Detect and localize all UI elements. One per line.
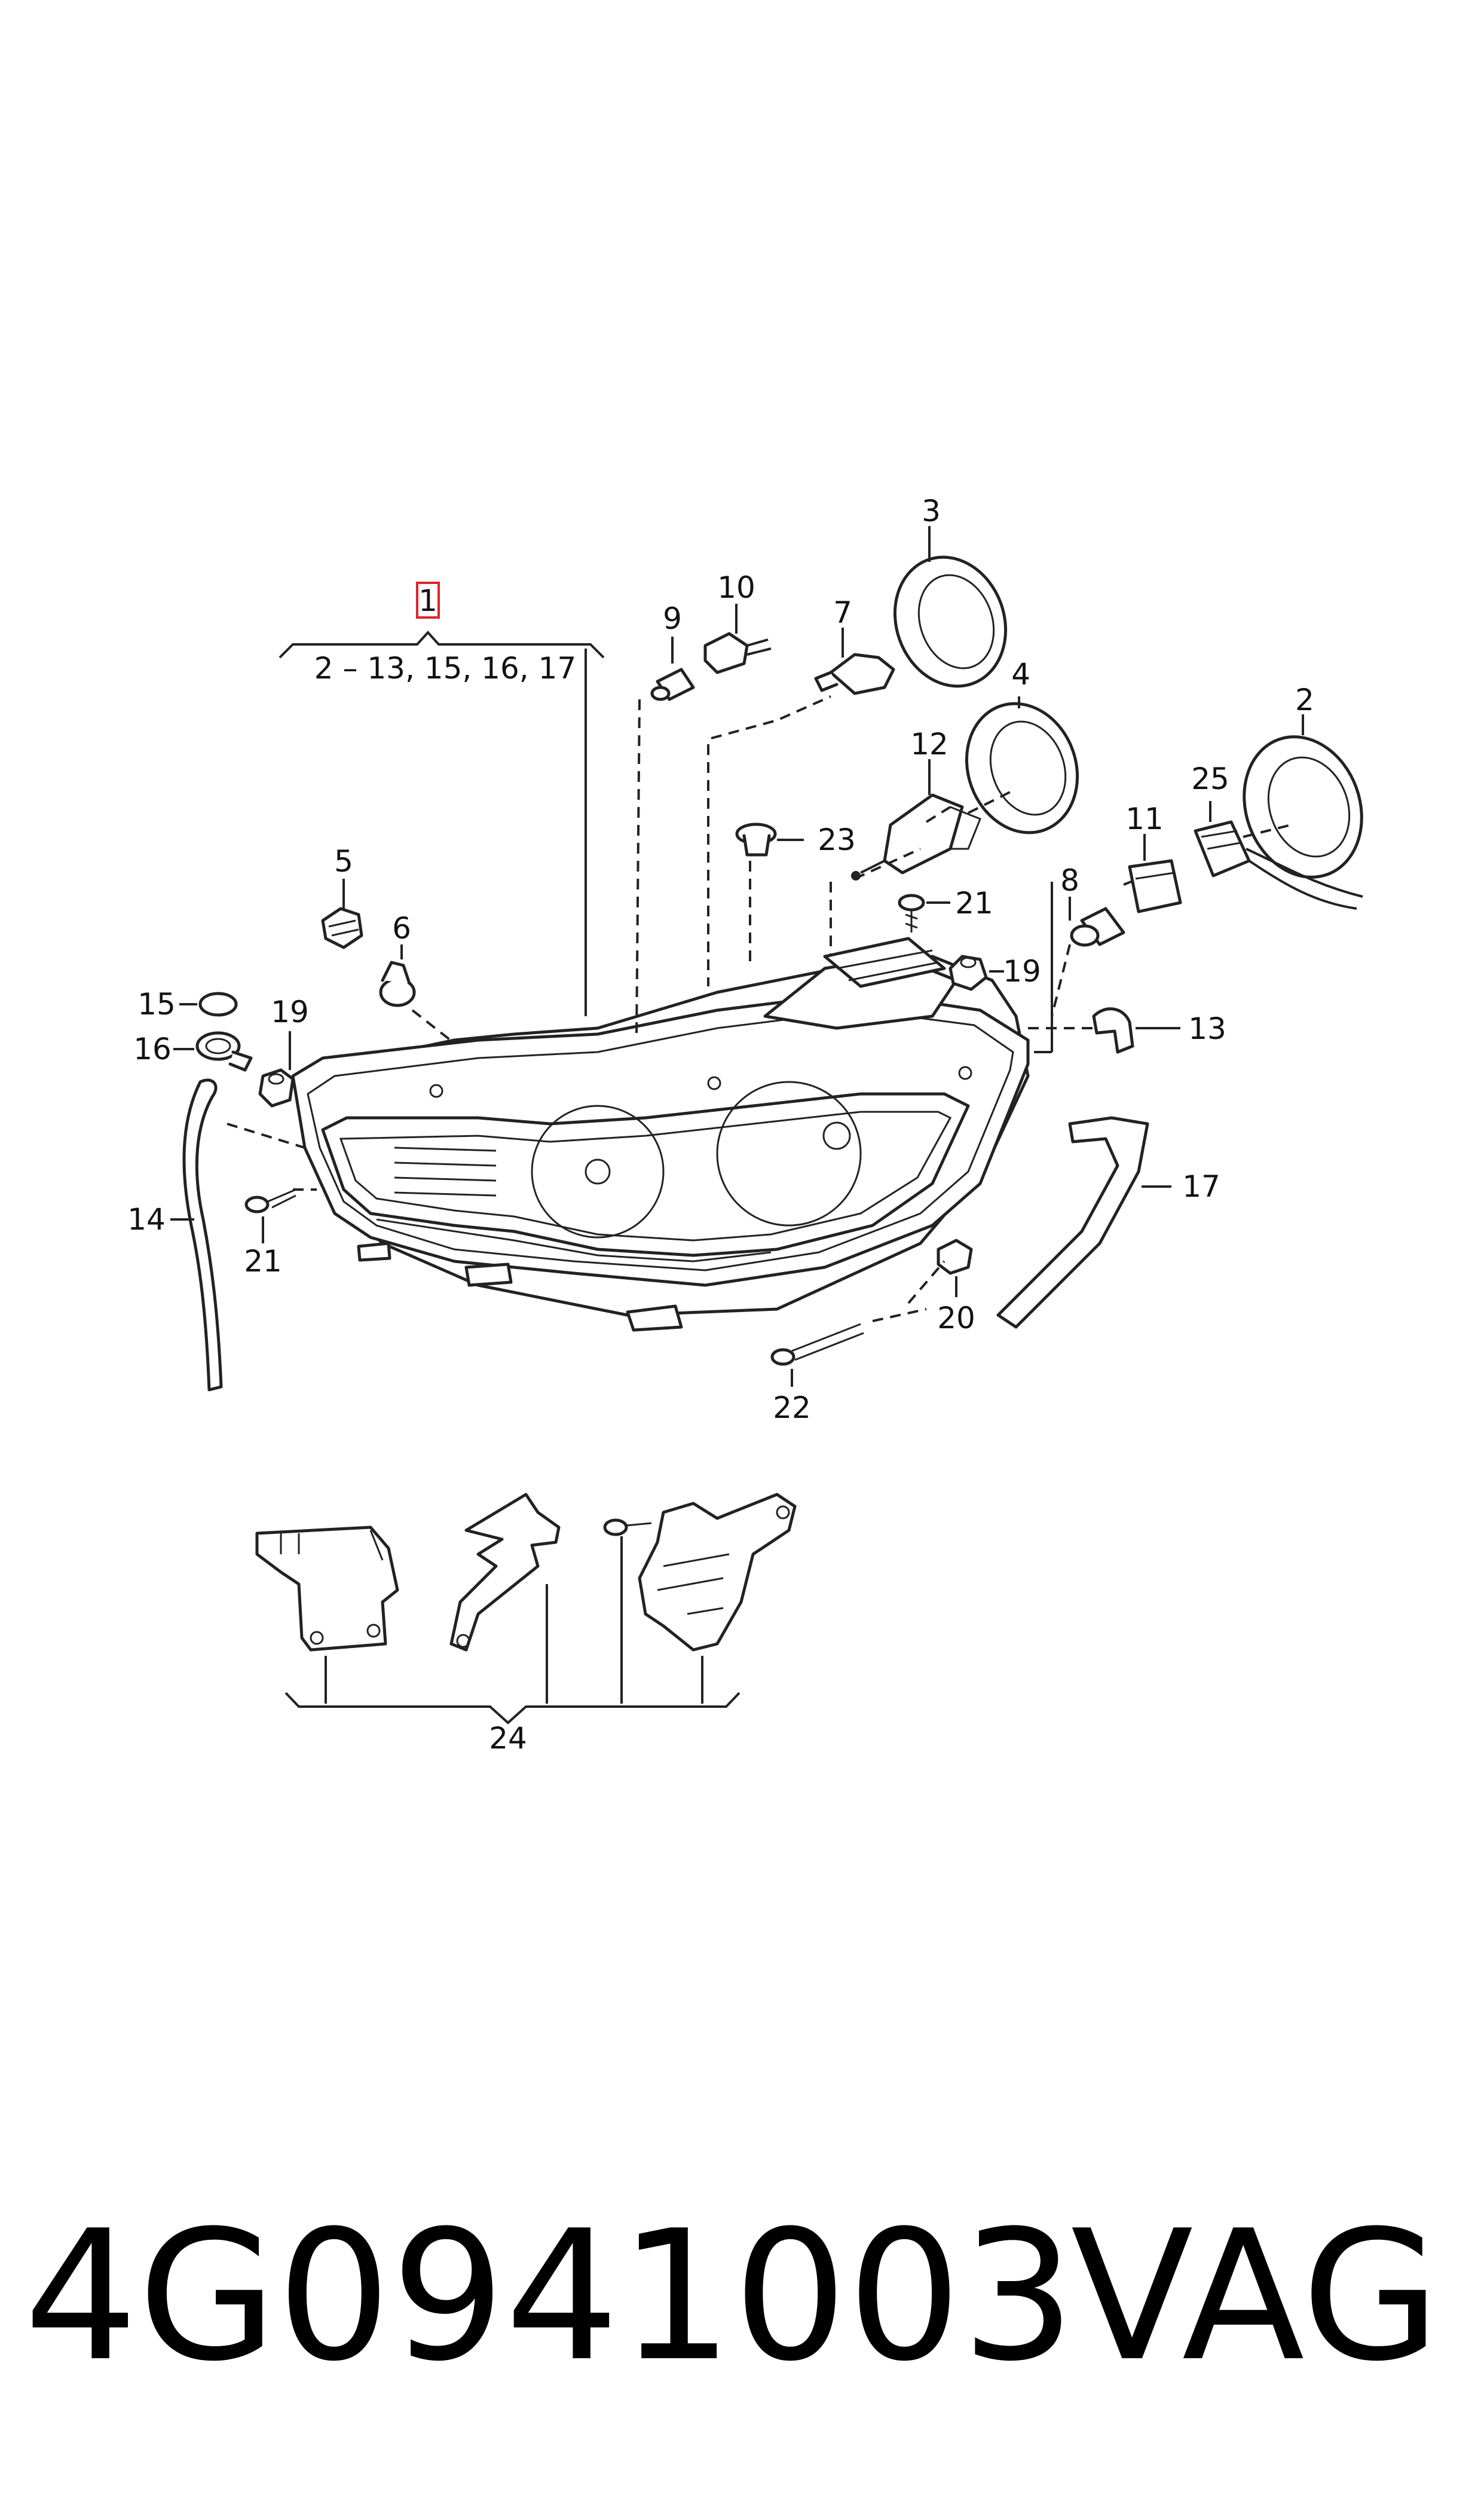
part-25-label[interactable]: 25	[1191, 762, 1229, 796]
part-19-nut-left[interactable]: 19	[258, 995, 309, 1108]
part-22-bolt[interactable]: 22	[770, 1323, 864, 1425]
part-7-label[interactable]: 7	[833, 595, 852, 630]
part-1-includes-text: 2 – 13, 15, 16, 17	[314, 651, 576, 686]
part-12-label[interactable]: 12	[910, 727, 948, 762]
part-8-label[interactable]: 8	[1060, 863, 1079, 898]
part-21-screw-upper[interactable]: 21	[898, 886, 993, 933]
part-13-seal[interactable]: 13	[1092, 1007, 1226, 1054]
part-7-bulb[interactable]: 7	[814, 595, 895, 695]
part-19-nut-right[interactable]: 19	[948, 954, 1041, 991]
part-16-label[interactable]: 16	[133, 1032, 172, 1066]
headlight-housing[interactable]	[291, 937, 1030, 1332]
part-4-label[interactable]: 4	[1011, 657, 1030, 692]
leader-lines	[227, 695, 1292, 1322]
part-11-connector[interactable]: 11	[1125, 802, 1182, 913]
part-15-cap[interactable]: 15	[137, 987, 238, 1022]
part-5-holder[interactable]: 5	[321, 844, 363, 949]
part-1-label[interactable]: 1	[418, 583, 437, 618]
part-9-bulb[interactable]: 9	[650, 601, 695, 701]
part-17-seal-strip[interactable]: 17	[996, 1116, 1220, 1329]
part-14-label[interactable]: 14	[127, 1202, 166, 1237]
part-10-label[interactable]: 10	[717, 570, 755, 605]
part-2-cap[interactable]: 2	[1225, 683, 1381, 894]
part-20-clip[interactable]: 20	[937, 1239, 975, 1335]
part-16-adjuster[interactable]: 16	[133, 1031, 253, 1072]
part-21-screw-lower[interactable]: 21	[244, 1188, 296, 1279]
part-25-connector[interactable]: 25	[1191, 762, 1363, 910]
part-10-holder[interactable]: 10	[703, 570, 772, 674]
footer-part-number: 4G0941003	[24, 2192, 1075, 2401]
part-21-upper-label[interactable]: 21	[955, 886, 993, 921]
part-22-label[interactable]: 22	[773, 1390, 811, 1425]
part-6-label[interactable]: 6	[392, 911, 411, 946]
part-19-right-label[interactable]: 19	[1003, 954, 1041, 989]
part-11-label[interactable]: 11	[1125, 802, 1164, 836]
part-12-module[interactable]: 12	[851, 727, 981, 881]
part-17-label[interactable]: 17	[1182, 1169, 1220, 1204]
part-24-brackets[interactable]: 24	[255, 1493, 797, 1756]
part-23-label[interactable]: 23	[818, 823, 856, 857]
part-14-hose[interactable]: 14	[127, 1078, 223, 1392]
part-13-label[interactable]: 13	[1188, 1011, 1226, 1046]
part-24-label[interactable]: 24	[489, 1721, 527, 1756]
part-15-label[interactable]: 15	[137, 987, 176, 1022]
part-3-label[interactable]: 3	[922, 494, 941, 528]
part-4-cap[interactable]: 4	[949, 657, 1095, 848]
part-6-bulb[interactable]: 6	[379, 911, 416, 1007]
part-20-label[interactable]: 20	[937, 1301, 975, 1335]
part-23-plug[interactable]: 23	[735, 823, 856, 857]
part-1-highlight-box	[416, 582, 440, 619]
part-3-cap[interactable]: 3	[877, 494, 1023, 702]
part-2-label[interactable]: 2	[1295, 683, 1314, 717]
part-21-lower-label[interactable]: 21	[244, 1244, 282, 1279]
part-5-label[interactable]: 5	[334, 844, 353, 879]
part-9-label[interactable]: 9	[663, 601, 682, 636]
part-19-left-label[interactable]: 19	[271, 995, 309, 1029]
part-8-bulb[interactable]: 8	[1060, 863, 1125, 947]
part-1-group: 1 2 – 13, 15, 16, 17	[279, 582, 605, 1016]
footer-brand: VAG	[1071, 2192, 1440, 2401]
